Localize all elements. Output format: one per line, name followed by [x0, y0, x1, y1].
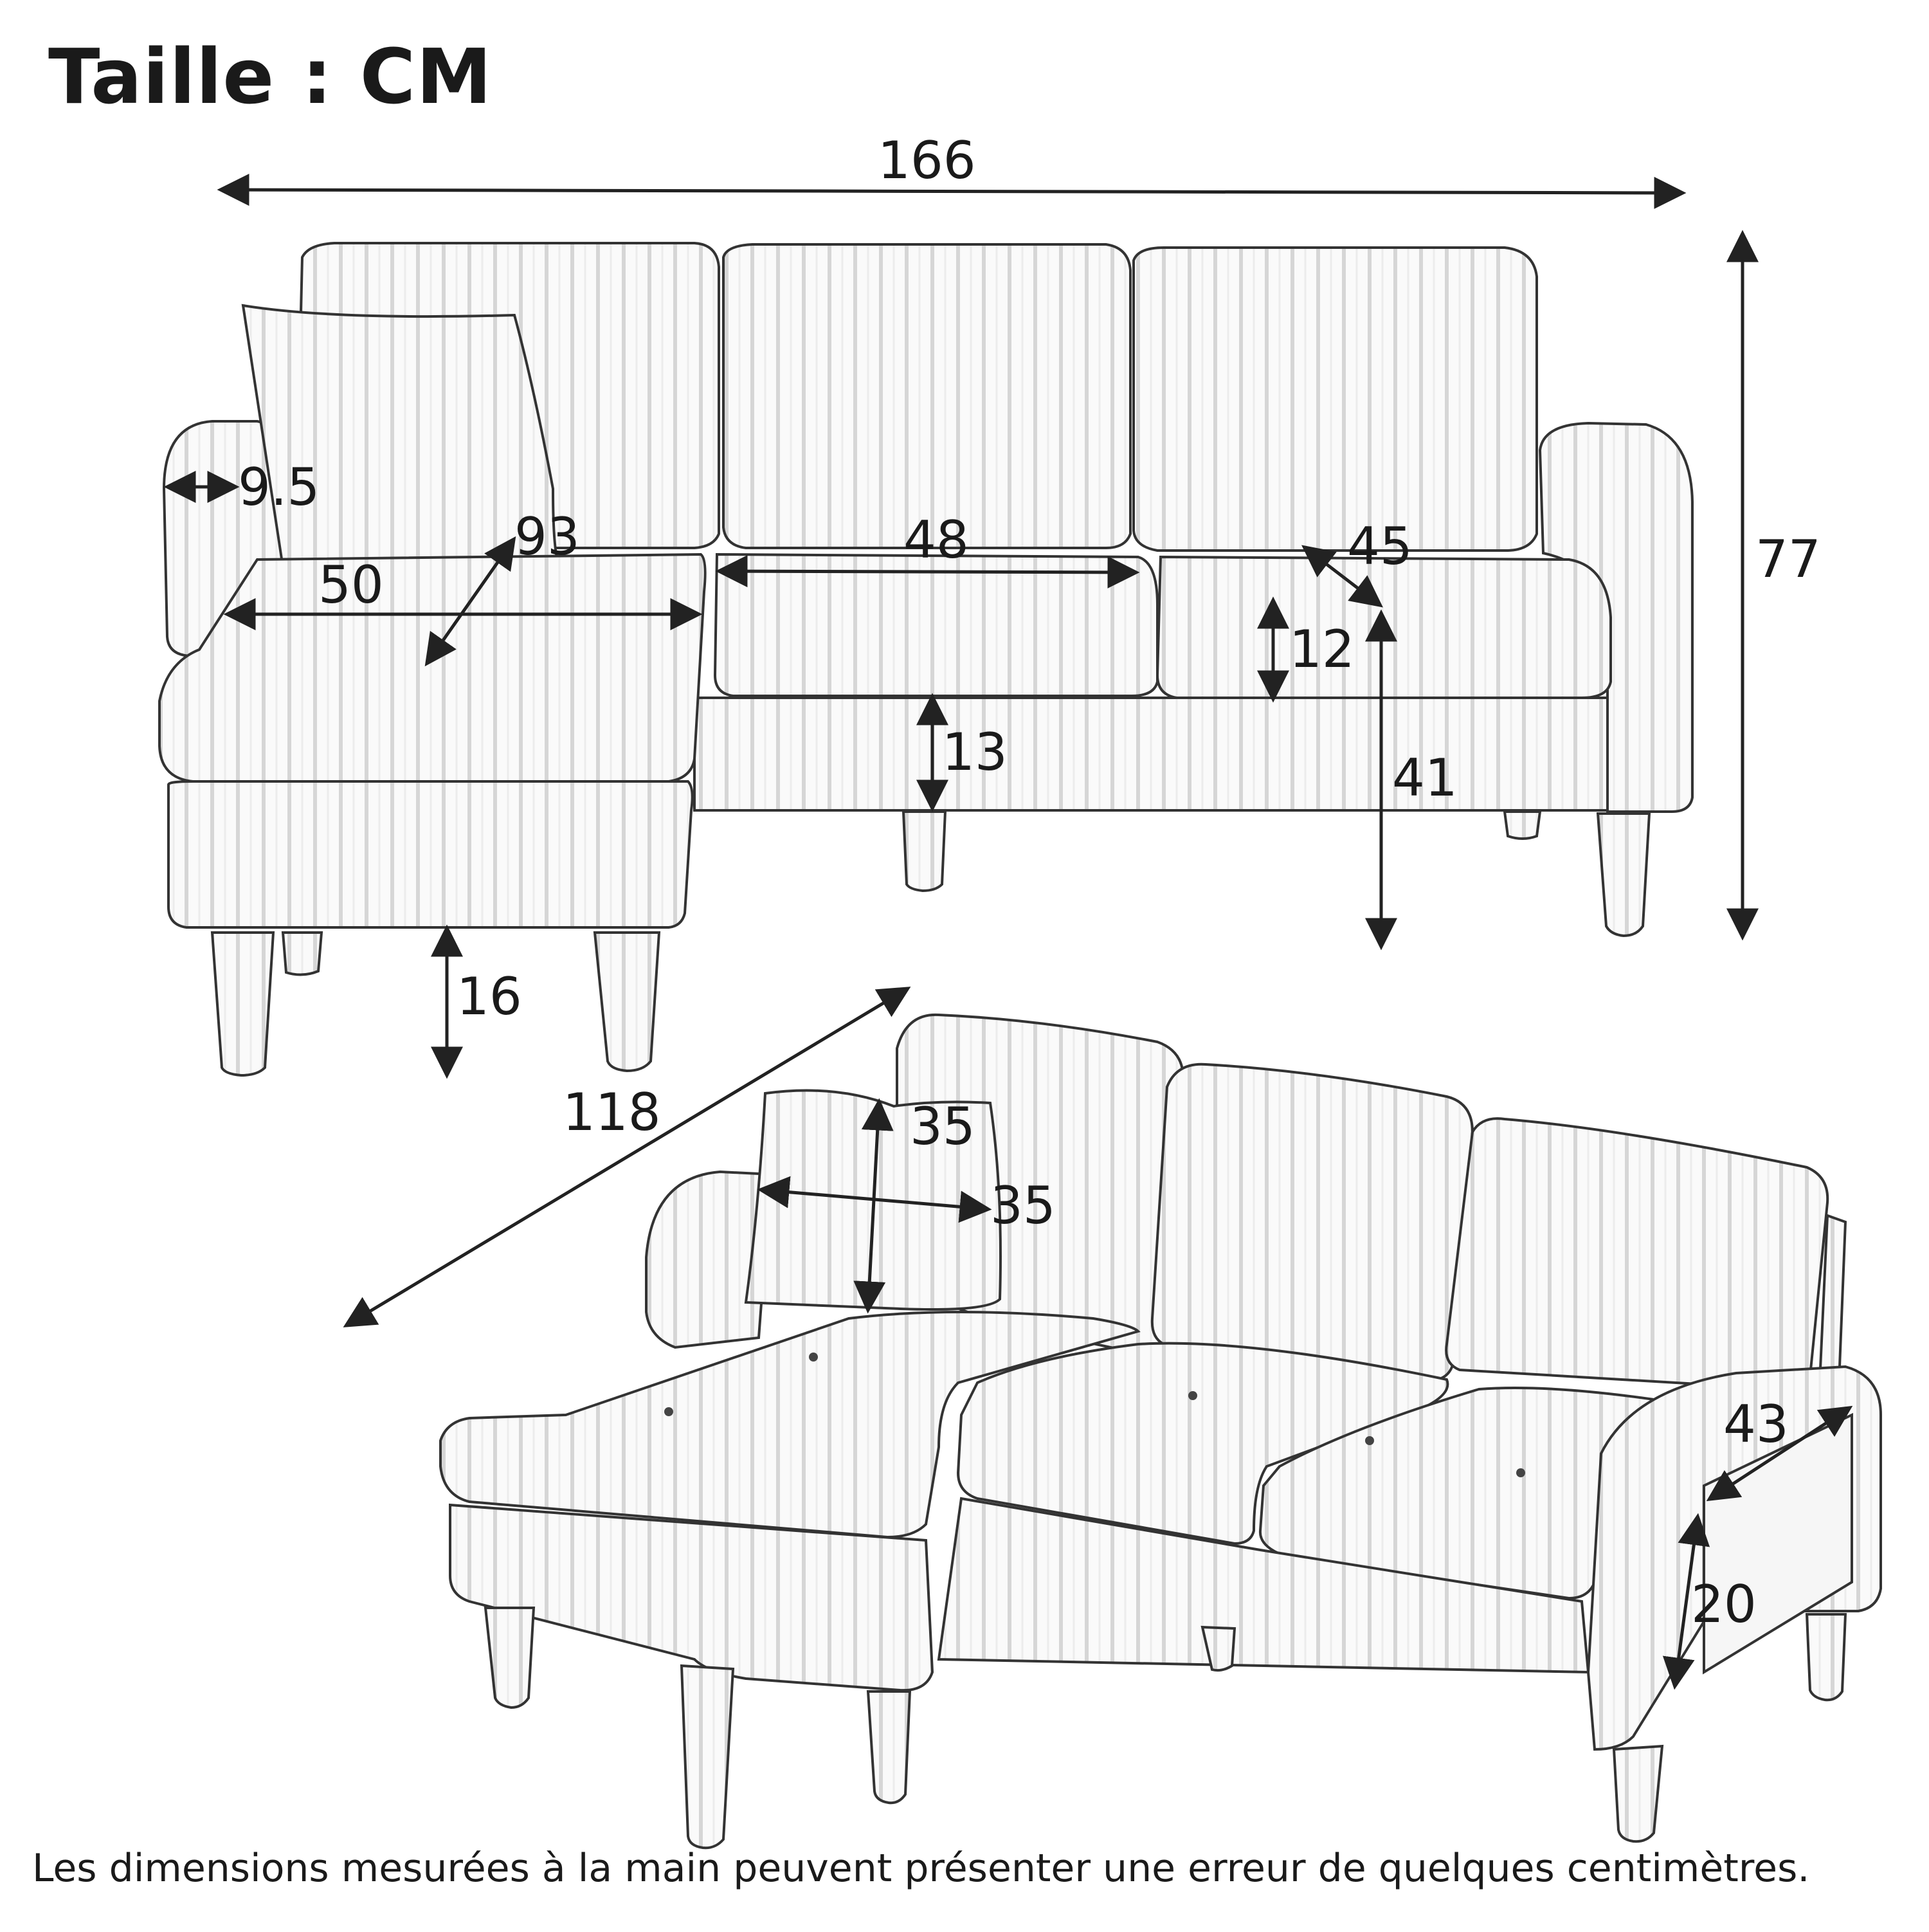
seat-cushion-right: [1155, 555, 1612, 699]
label-arm-height: 20: [1691, 1574, 1757, 1634]
sofa-leg-3d-middle: [1200, 1625, 1236, 1672]
measurement-disclaimer: Les dimensions mesurées à la main peuven…: [32, 1846, 1810, 1891]
pillow: [241, 304, 562, 573]
chaise-top-3d: [439, 1311, 1141, 1539]
seat-cushion-3d-middle: [956, 1342, 1449, 1545]
perspective-view-sofa: [439, 1013, 1882, 1850]
label-leg-height: 16: [457, 967, 522, 1026]
back-cushion-middle: [722, 243, 1132, 549]
chaise-leg-3d-front-left: [484, 1607, 536, 1709]
seat-base: [693, 697, 1609, 812]
chaise-base: [167, 780, 694, 929]
arrow-pillow-width: [757, 1176, 992, 1223]
arrow-total-width: [217, 174, 1687, 209]
label-base-height: 13: [942, 722, 1008, 782]
seat-cushion-middle: [713, 552, 1159, 697]
label-cushion-thickness: 12: [1289, 619, 1355, 679]
label-total-height: 77: [1755, 529, 1821, 589]
label-arm-width: 9.5: [238, 457, 320, 517]
chaise-leg-left: [210, 931, 275, 1077]
sofa-leg-3d-right-back: [1805, 1613, 1847, 1702]
sofa-leg-3d-right-front: [1612, 1744, 1664, 1843]
label-seat-height: 41: [1392, 748, 1458, 808]
arrow-arm-height: [1662, 1513, 1710, 1690]
label-seat-width: 48: [903, 510, 969, 570]
back-cushion-3d-right: [1445, 1117, 1829, 1391]
label-pillow-height: 35: [910, 1097, 975, 1156]
chaise-cushion: [158, 552, 707, 783]
sofa-leg-middle: [901, 810, 947, 893]
page-title: Taille : CM: [48, 32, 493, 121]
arrow-seat-width: [715, 555, 1140, 588]
chaise-leg-back: [281, 931, 323, 976]
label-total-width: 166: [878, 131, 976, 190]
chaise-leg-3d-front-right: [680, 1664, 735, 1850]
sofa-leg-right: [1596, 812, 1651, 938]
label-arm-depth: 43: [1723, 1394, 1789, 1454]
dimension-arrows: [163, 174, 1853, 1690]
back-cushion-right: [1132, 246, 1538, 552]
arrow-seat-depth: [1301, 545, 1383, 608]
arrow-arm-depth: [1706, 1405, 1853, 1502]
label-depth: 118: [563, 1082, 661, 1142]
chaise-leg-right: [593, 931, 661, 1073]
tufting-buttons: [664, 1353, 1525, 1477]
chaise-leg-3d-back: [866, 1690, 912, 1805]
arrow-depth: [343, 987, 911, 1327]
back-cushion-3d-middle: [1150, 1062, 1474, 1382]
label-chaise-width: 50: [318, 555, 384, 615]
label-seat-depth: 45: [1347, 516, 1413, 576]
front-view-sofa: [158, 242, 1694, 1077]
label-chaise-diagonal: 93: [514, 507, 580, 567]
seat-base-3d: [937, 1497, 1590, 1674]
label-pillow-width: 35: [990, 1176, 1056, 1235]
sofa-leg-right-back: [1503, 810, 1542, 840]
